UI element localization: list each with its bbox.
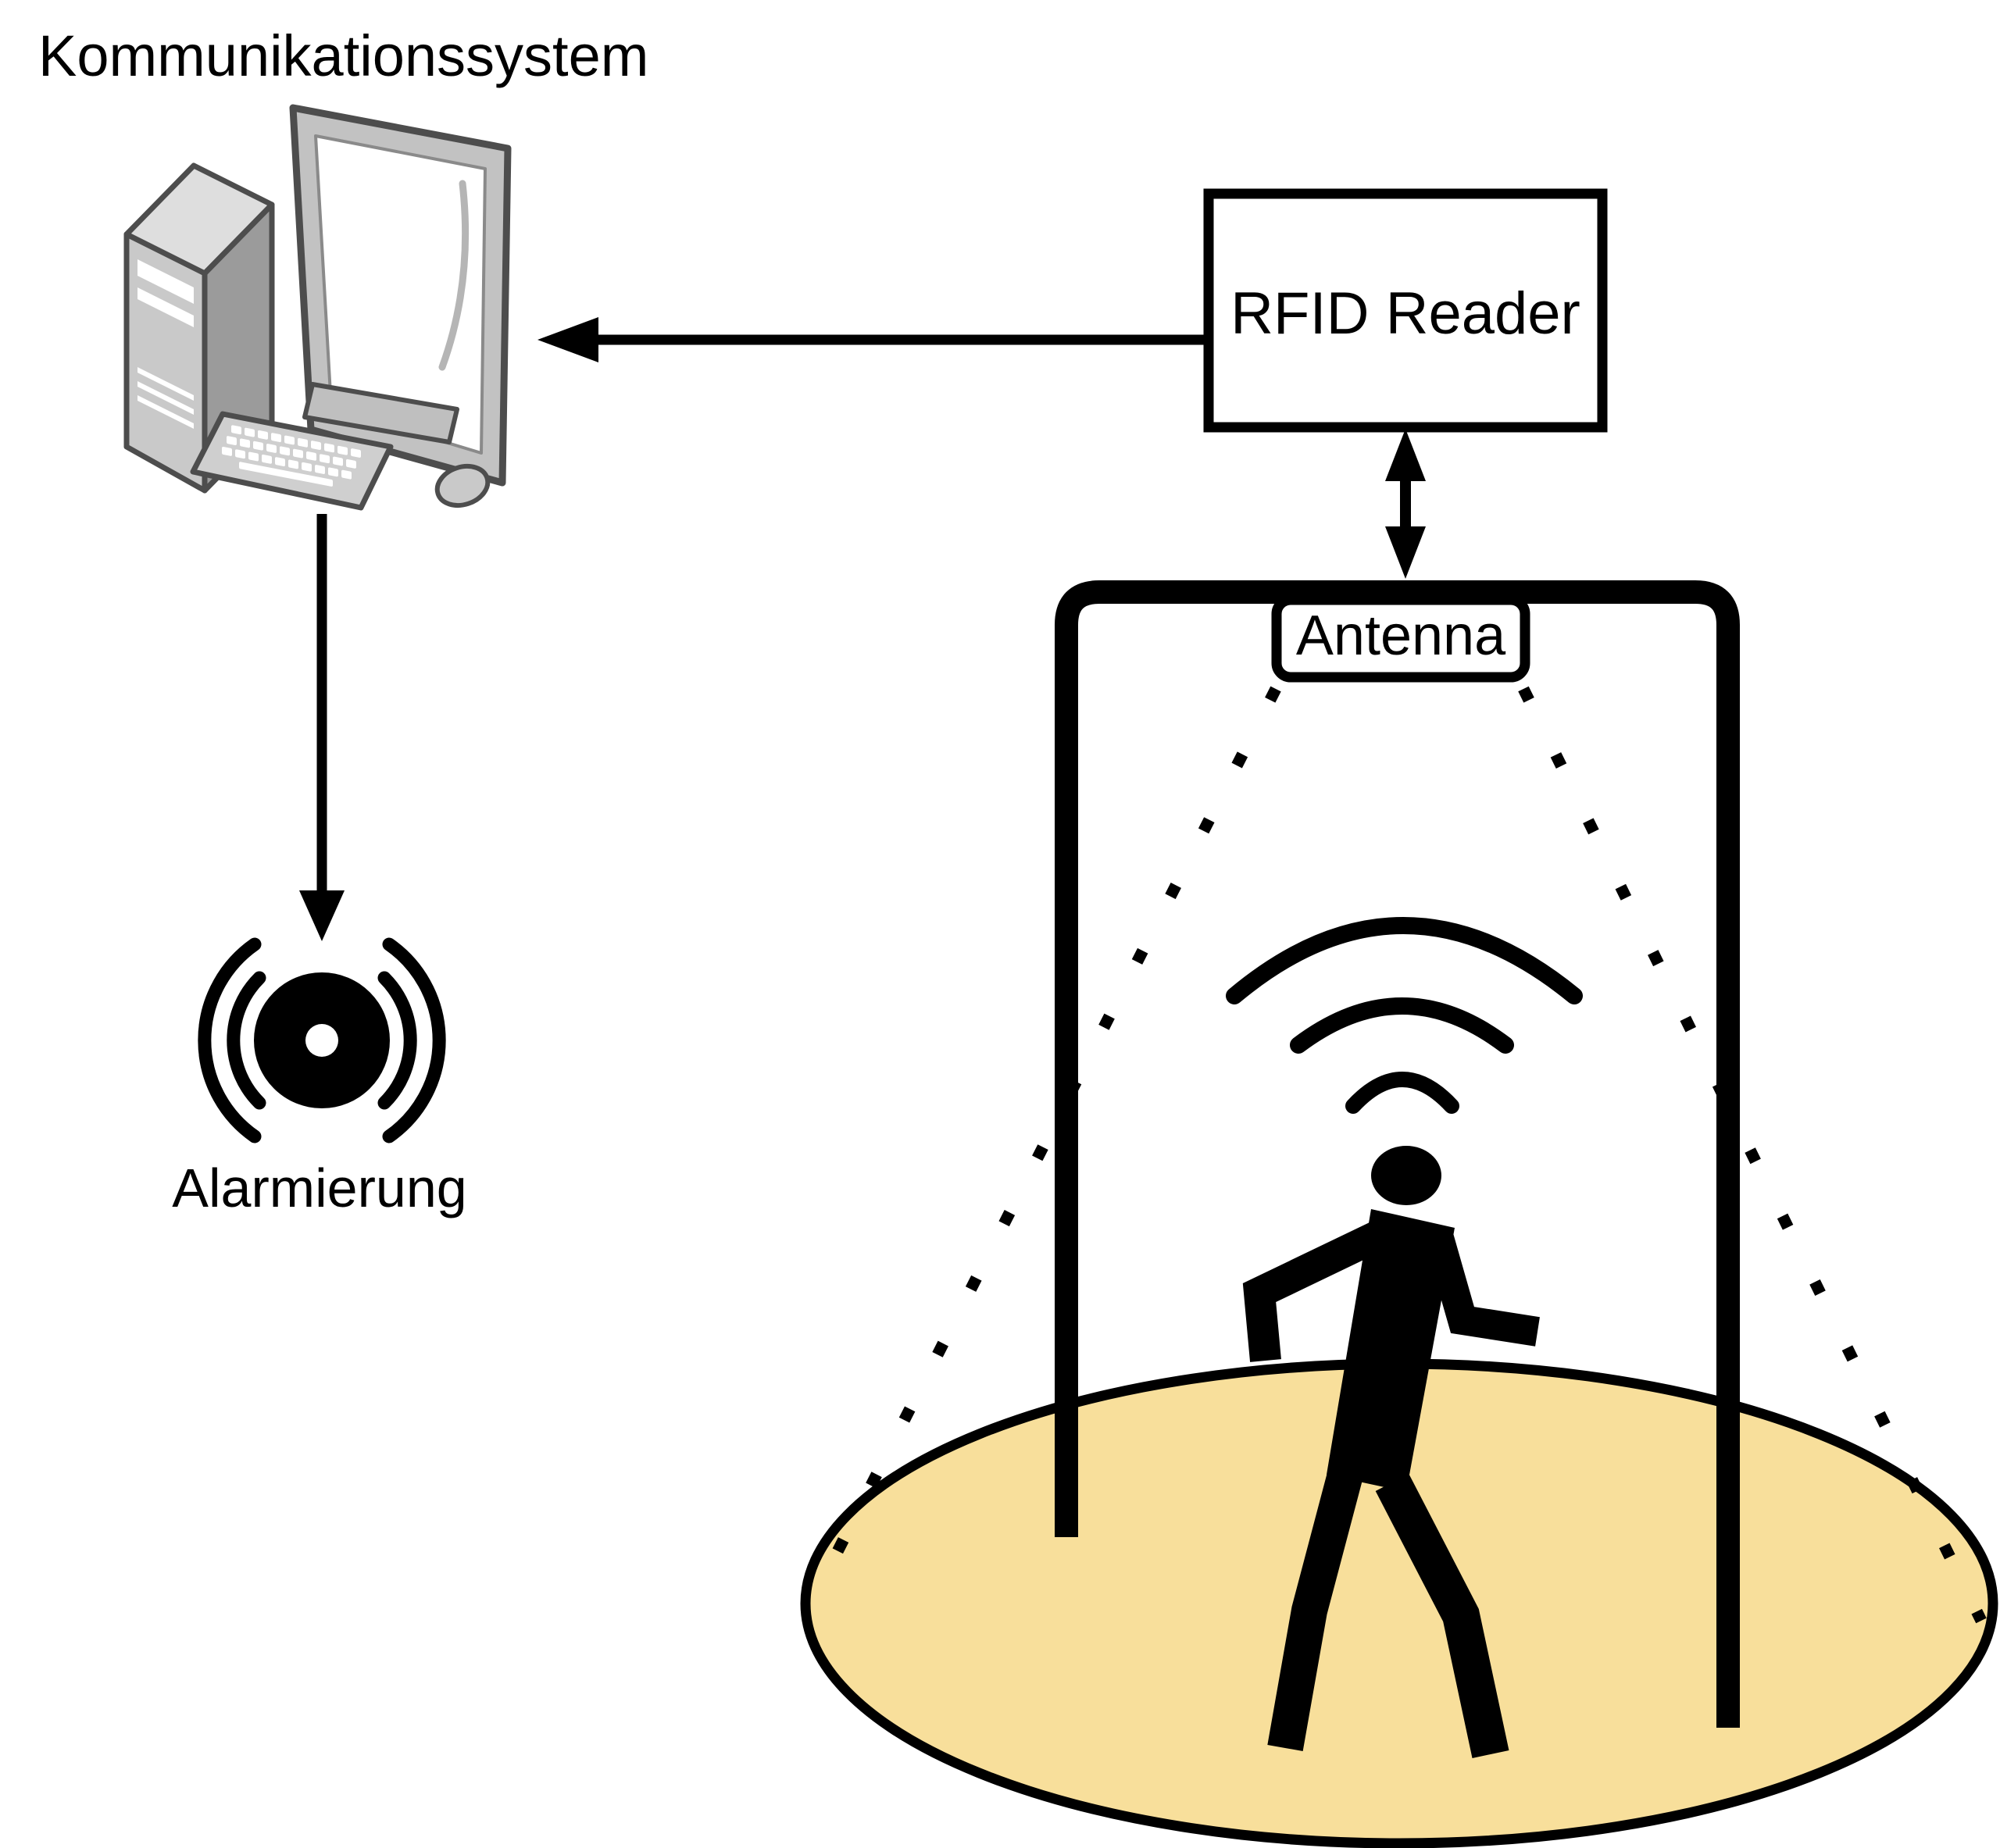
antenna-label: Antenna bbox=[1296, 605, 1506, 667]
arrow-reader-to-computer bbox=[538, 317, 1210, 362]
desktop-computer-icon bbox=[123, 104, 512, 511]
arrowhead-up-icon bbox=[1385, 429, 1426, 481]
computer-mouse bbox=[434, 464, 491, 508]
antenna-box bbox=[1271, 594, 1530, 683]
arrowhead-down-icon bbox=[299, 890, 345, 941]
alarm-label: Alarmierung bbox=[172, 1158, 466, 1218]
detection-cone-right-line bbox=[1518, 686, 1987, 1624]
person-front-arm bbox=[1424, 1233, 1540, 1347]
alarm-node: Alarmierung bbox=[172, 937, 467, 1218]
person-head bbox=[1371, 1146, 1441, 1205]
wifi-signal-icon bbox=[1226, 917, 1583, 1114]
siren-icon bbox=[198, 937, 446, 1143]
arrowhead-left-icon bbox=[538, 317, 598, 362]
rfid-reader-label: RFID Reader bbox=[1230, 280, 1580, 347]
person-front-leg bbox=[1375, 1473, 1509, 1759]
rfid-reader-node: RFID Reader bbox=[1203, 188, 1608, 433]
monitor-stand bbox=[302, 382, 459, 444]
communication-system-node: Kommunikationssystem bbox=[38, 23, 648, 511]
arrowhead-down-icon bbox=[1385, 526, 1426, 579]
communication-system-label: Kommunikationssystem bbox=[38, 23, 648, 88]
computer-keyboard bbox=[190, 411, 394, 511]
gate-portal bbox=[1055, 580, 1740, 1728]
antenna-node: Antenna bbox=[1271, 594, 1530, 683]
walking-person-icon bbox=[1242, 1146, 1540, 1759]
rfid-reader-box bbox=[1203, 188, 1608, 433]
arrow-computer-to-alarm bbox=[299, 514, 345, 941]
person-back-leg bbox=[1267, 1470, 1363, 1751]
arrow-reader-antenna-double bbox=[1385, 429, 1426, 579]
person-torso bbox=[1327, 1209, 1455, 1492]
person-back-arm bbox=[1242, 1219, 1388, 1362]
detection-cone-dotted-lines bbox=[823, 686, 1987, 1624]
